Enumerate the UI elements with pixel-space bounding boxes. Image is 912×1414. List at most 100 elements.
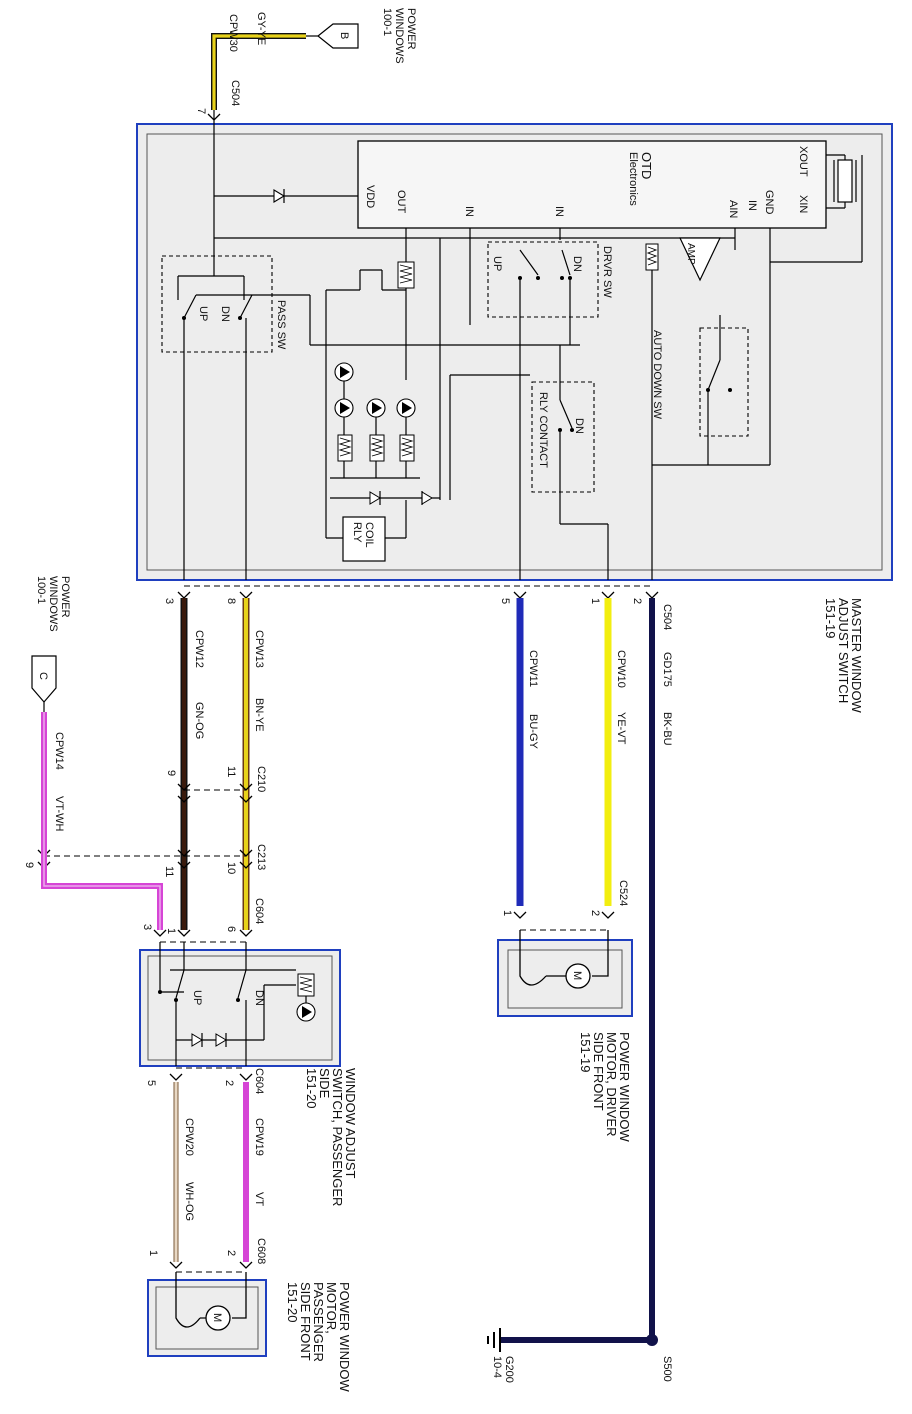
led-resistor-row	[330, 381, 440, 499]
cpw30-circuit: CPW30	[227, 14, 239, 52]
svg-text:SIDE FRONT: SIDE FRONT	[298, 1282, 313, 1361]
svg-text:100-1: 100-1	[35, 576, 47, 604]
cpw19-circuit: CPW19	[253, 1118, 265, 1156]
svg-text:MASTER WINDOW: MASTER WINDOW	[849, 598, 864, 714]
vdd-diode	[273, 189, 286, 203]
led-indicator-1	[334, 362, 354, 382]
power-windows-b-label: POWER WINDOWS 100-1	[381, 8, 417, 64]
rly-dn-label: DN	[573, 418, 585, 434]
cpw11-color: BU-GY	[527, 714, 539, 750]
c604-bottom-terminals	[169, 1073, 253, 1081]
ain-pin-label: AIN	[727, 200, 739, 218]
gd175-circuit: GD175	[661, 652, 673, 687]
led-indicator-3	[366, 398, 386, 418]
drvr-dn-label: DN	[571, 256, 583, 272]
pass-up-label: UP	[197, 306, 209, 321]
xin-pin-label: XIN	[797, 195, 809, 213]
out-pin-label: OUT	[395, 190, 407, 214]
driver-motor-label: POWER WINDOW MOTOR, DRIVER SIDE FRONT 15…	[578, 1032, 632, 1142]
svg-text:B: B	[338, 32, 350, 39]
svg-text:WINDOWS: WINDOWS	[47, 576, 59, 632]
pass-sw-box	[161, 255, 273, 353]
power-windows-b-connector: B	[317, 23, 359, 49]
c608-terminals	[169, 1261, 253, 1269]
c504-pin-1: 1	[589, 598, 601, 604]
svg-text:COIL: COIL	[363, 522, 375, 548]
c210-pin-9: 9	[165, 770, 177, 776]
c608-label: C608	[255, 1238, 267, 1264]
c210-terminals	[177, 783, 253, 803]
svg-text:POWER WINDOW: POWER WINDOW	[617, 1032, 632, 1142]
c213-pin-11: 11	[163, 866, 175, 877]
svg-text:RLY: RLY	[351, 522, 363, 543]
c604-top-terminals	[153, 929, 253, 937]
svg-text:AMP: AMP	[685, 243, 696, 265]
svg-text:WINDOW ADJUST: WINDOW ADJUST	[343, 1068, 358, 1179]
otd-label: OTD Electronics	[627, 152, 654, 206]
c504-pin-3: 3	[163, 598, 175, 604]
svg-text:ADJUST SWITCH: ADJUST SWITCH	[836, 598, 851, 703]
c524-label: C524	[617, 880, 629, 906]
pass-switch-up-label: UP	[191, 990, 203, 1005]
svg-text:M: M	[211, 1313, 223, 1322]
s500-label: S500	[661, 1356, 673, 1382]
cpw30-color: GY-YE	[255, 12, 267, 45]
cpw14-circuit: CPW14	[53, 732, 65, 770]
cpw12-color: GN-OG	[193, 702, 205, 739]
svg-text:POWER: POWER	[59, 576, 71, 618]
c608-pin-1: 1	[147, 1250, 159, 1256]
ground-symbol-g200	[487, 1328, 501, 1352]
cpw11-circuit: CPW11	[527, 650, 539, 687]
c604-bottom-label: C604	[253, 1068, 265, 1094]
splice-s500	[646, 1334, 658, 1346]
pass-motor-symbol: M	[175, 1272, 247, 1331]
c504-bottom-terminals	[177, 591, 659, 599]
svg-text:POWER WINDOW: POWER WINDOW	[337, 1282, 352, 1392]
led-indicator-2	[334, 398, 354, 418]
c608-pin-2: 2	[225, 1250, 237, 1256]
svg-text:10-4: 10-4	[491, 1356, 503, 1378]
in-pin-label-1: IN	[463, 206, 475, 217]
c604-top-label: C604	[253, 898, 265, 924]
amp-symbol: AMP	[645, 237, 721, 282]
cpw10-color: YE-VT	[615, 712, 627, 745]
cpw20-color: WH-OG	[183, 1182, 195, 1221]
svg-text:SIDE: SIDE	[317, 1068, 332, 1099]
drvr-sw-label: DRVR SW	[601, 246, 613, 298]
xout-pin-label: XOUT	[797, 146, 809, 177]
relay-diodes	[369, 491, 433, 505]
svg-text:C: C	[37, 672, 49, 680]
auto-down-contacts	[652, 315, 770, 466]
pass-switch-contacts	[177, 275, 580, 580]
svg-text:POWER: POWER	[405, 8, 417, 50]
c213-terminals	[37, 849, 253, 869]
svg-text:PASSENGER: PASSENGER	[311, 1282, 326, 1362]
master-switch-inner-border	[146, 133, 883, 571]
drvr-switch-contacts	[518, 249, 572, 580]
drvr-sw-box	[487, 241, 599, 318]
relay-coil-label: RLY COIL	[351, 522, 375, 548]
vdd-pin-label: VDD	[364, 185, 376, 208]
rly-contact-box	[531, 381, 595, 493]
wire-cpw30-color	[212, 34, 306, 110]
driver-motor-box	[497, 939, 633, 1017]
cpw19-color: VT	[253, 1192, 265, 1206]
pass-switch-inner-border	[147, 955, 333, 1061]
svg-text:MOTOR,: MOTOR,	[324, 1282, 339, 1334]
wire-cpw14-stripe	[43, 712, 161, 930]
in-pin-label-3: IN	[746, 200, 758, 211]
pass-motor-label: POWER WINDOW MOTOR, PASSENGER SIDE FRONT…	[285, 1282, 352, 1392]
svg-text:SWITCH, PASSENGER: SWITCH, PASSENGER	[330, 1068, 345, 1206]
auto-down-sw-label: AUTO DOWN SW	[651, 330, 663, 420]
c524-pin-1: 1	[501, 910, 513, 916]
c504-pin-8: 8	[225, 598, 237, 604]
master-switch-label: MASTER WINDOW ADJUST SWITCH 151-19	[823, 598, 864, 714]
c504-top-label: C504	[229, 80, 241, 106]
c210-label: C210	[255, 766, 267, 792]
auto-down-sw-box	[699, 327, 749, 437]
pass-sw-label: PASS SW	[275, 300, 287, 350]
svg-text:OTD: OTD	[639, 152, 654, 179]
pass-switch-label: WINDOW ADJUST SWITCH, PASSENGER SIDE 151…	[304, 1068, 358, 1206]
gnd-pin-label: GND	[763, 190, 775, 215]
driver-motor-inner-border	[507, 949, 623, 1009]
